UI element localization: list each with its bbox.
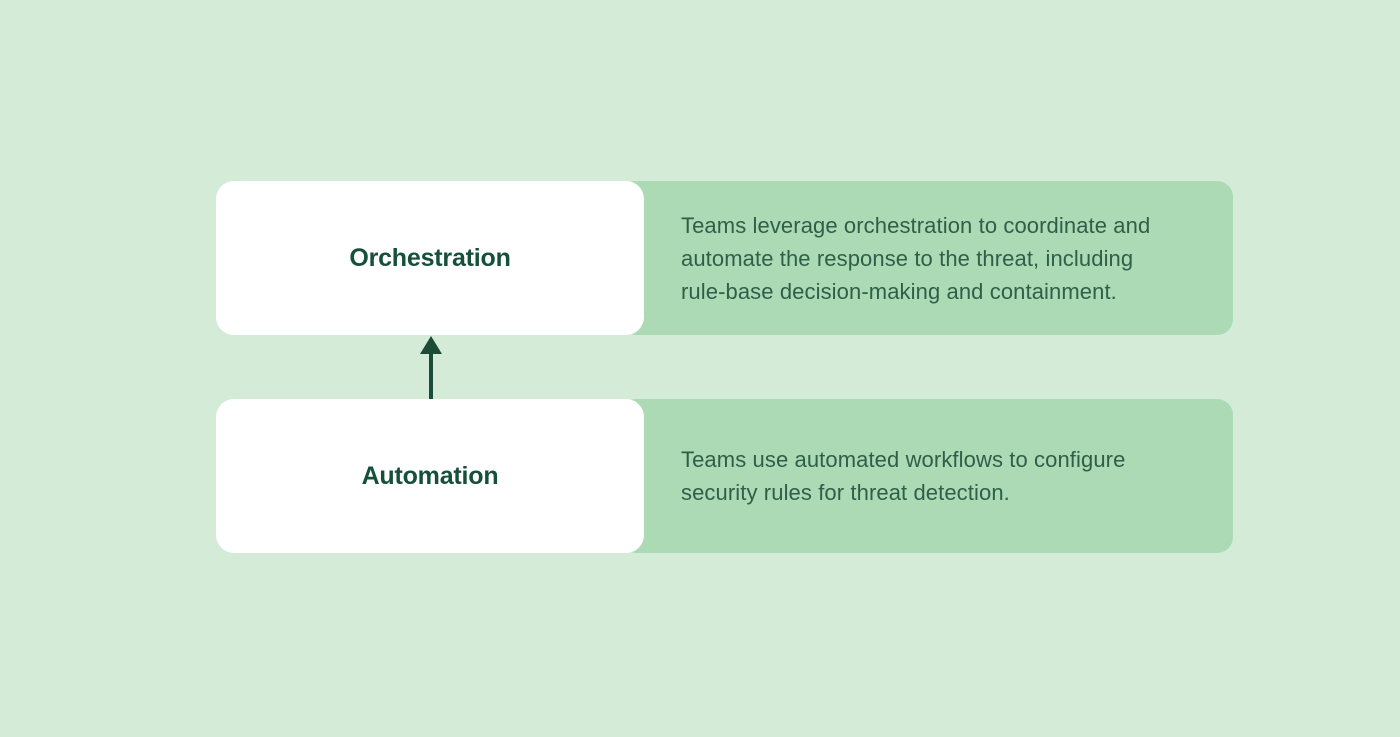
arrow-up-icon <box>420 336 442 402</box>
orchestration-description-text: Teams leverage orchestration to coordina… <box>681 212 1151 304</box>
automation-description-panel: Teams use automated workflows to configu… <box>620 399 1233 553</box>
arrow-stem <box>429 354 433 402</box>
automation-description-text: Teams use automated workflows to configu… <box>681 447 1126 505</box>
arrow-head <box>420 336 442 354</box>
automation-node-title: Automation <box>361 461 499 490</box>
orchestration-description-panel: Teams leverage orchestration to coordina… <box>620 181 1233 335</box>
diagram-row-automation: Teams use automated workflows to configu… <box>216 399 1233 553</box>
orchestration-node-title: Orchestration <box>349 243 511 272</box>
automation-node-card: Automation <box>216 399 644 553</box>
diagram-row-orchestration: Teams leverage orchestration to coordina… <box>216 181 1233 335</box>
orchestration-node-card: Orchestration <box>216 181 644 335</box>
